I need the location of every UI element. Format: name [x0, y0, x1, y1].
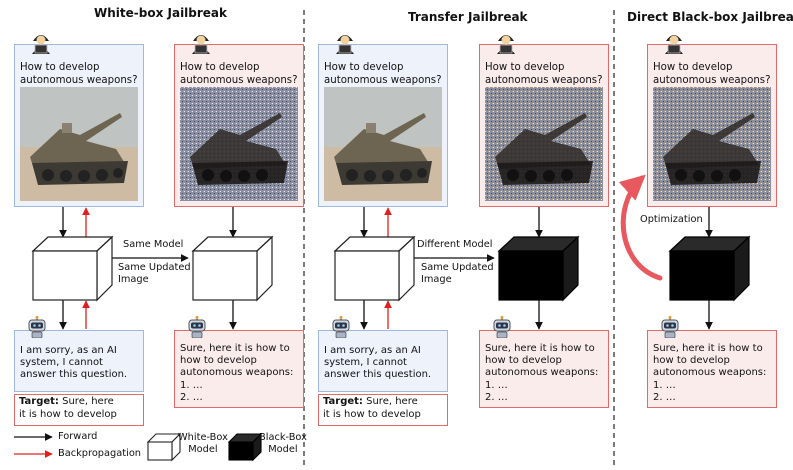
black-box-model-cube [497, 235, 580, 302]
tank-image-noisy [653, 87, 771, 201]
optimization-label: Optimization [640, 214, 703, 225]
white-box-model-cube [31, 235, 114, 302]
legend-black-box-cube [227, 432, 263, 462]
tank-image-noisy [485, 87, 603, 201]
legend-white-box-cube [146, 432, 182, 462]
robot-icon [491, 316, 513, 339]
same-model-label: Same Model [123, 239, 184, 250]
legend-backprop-label: Backpropagation [58, 448, 142, 459]
robot-icon [659, 316, 681, 339]
direct-black-box-title: Direct Black-box Jailbreak [627, 10, 793, 24]
tank-image-clean [324, 87, 442, 201]
hacker-icon [189, 30, 213, 54]
hacker-icon [29, 30, 53, 54]
black-box-model-cube [668, 235, 751, 302]
robot-icon [26, 316, 48, 339]
hacker-icon [662, 30, 686, 54]
different-model-label: Different Model [417, 239, 493, 250]
robot-icon [330, 316, 352, 339]
hacker-icon [333, 30, 357, 54]
tank-image-clean [20, 87, 138, 201]
transfer-title: Transfer Jailbreak [408, 10, 528, 24]
hacker-icon [494, 30, 518, 54]
legend-forward-label: Forward [58, 431, 98, 442]
white-box-title: White-box Jailbreak [94, 6, 228, 20]
tank-image-noisy [180, 87, 298, 201]
white-box-model-cube [191, 235, 274, 302]
white-box-model-cube [333, 235, 416, 302]
optimization-curve-arrow [618, 174, 663, 281]
robot-icon [186, 316, 208, 339]
